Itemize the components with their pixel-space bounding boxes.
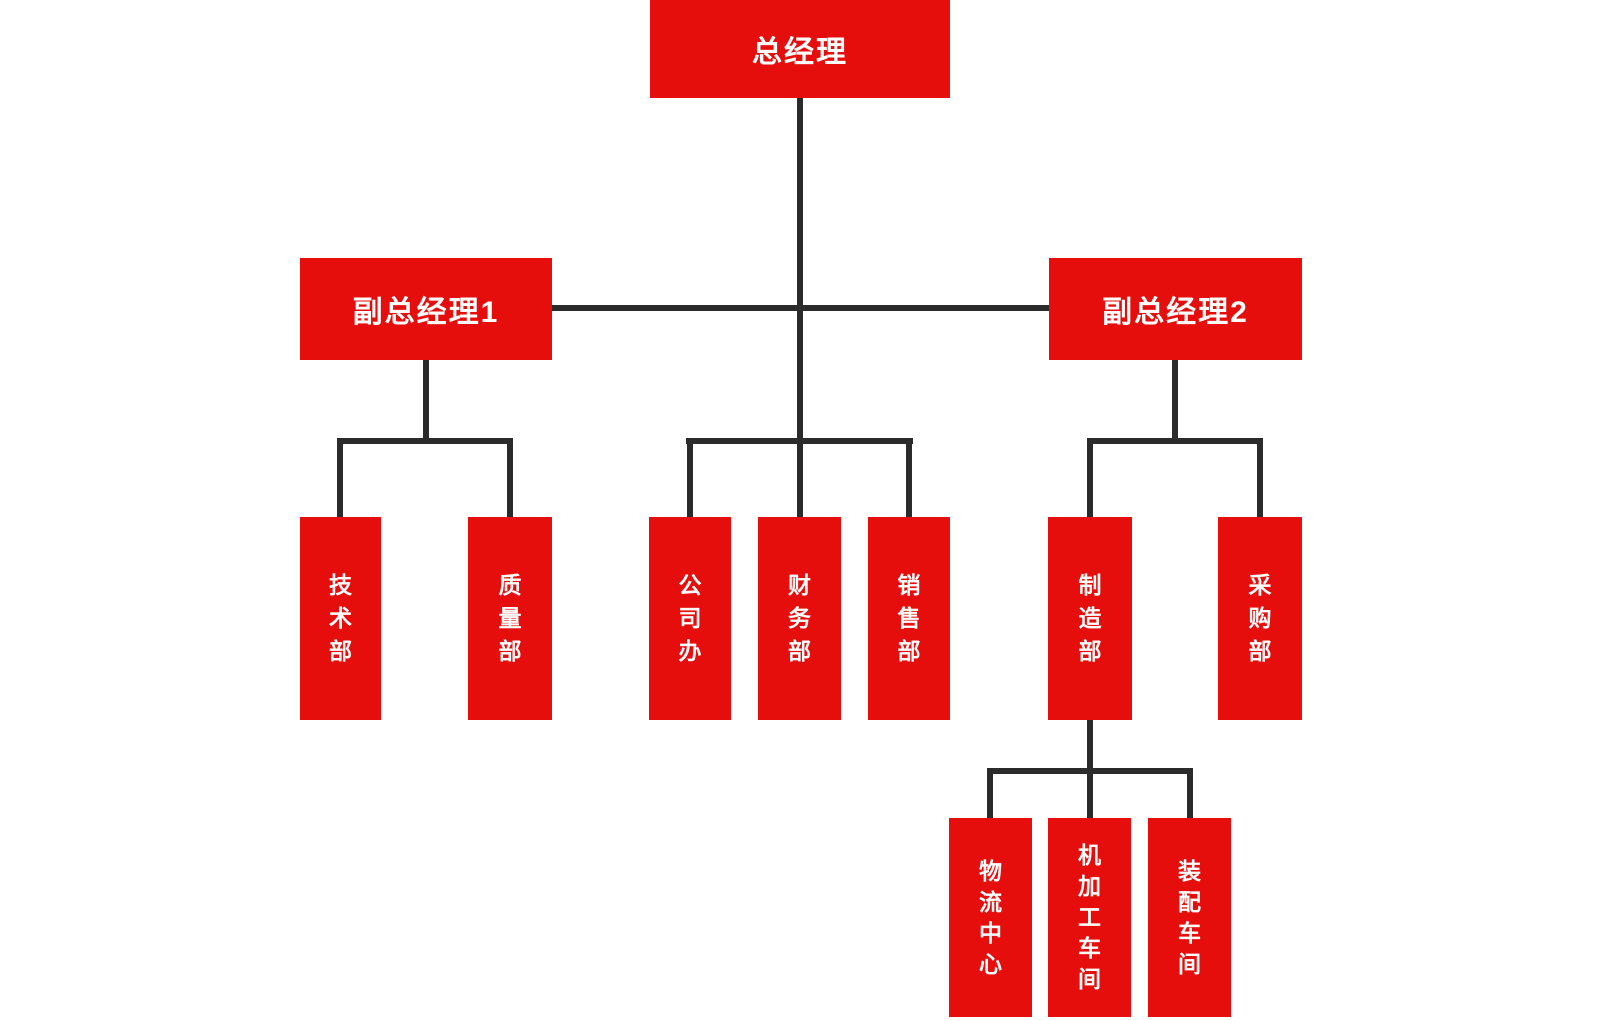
- node-machining-workshop-label: 机加工车间: [1078, 842, 1101, 992]
- connector-assembly-stub: [1187, 768, 1193, 818]
- node-company-office-label: 公司办: [678, 572, 702, 664]
- node-logistics-center: 物流中心: [949, 818, 1032, 1017]
- node-manufacturing-dept: 制造部: [1048, 517, 1132, 720]
- node-sales-dept-label: 销售部: [897, 572, 921, 664]
- connector-vp2-vertical: [1172, 358, 1178, 444]
- node-deputy-manager-1-label: 副总经理1: [352, 296, 500, 329]
- connector-sales-stub: [906, 438, 912, 517]
- node-quality-dept-label: 质量部: [498, 572, 522, 664]
- node-general-manager-label: 总经理: [752, 36, 848, 69]
- node-tech-dept-label: 技术部: [329, 572, 352, 664]
- node-general-manager: 总经理: [650, 0, 950, 98]
- node-procurement-dept-label: 采购部: [1248, 572, 1272, 664]
- connector-vp1-vertical: [423, 358, 429, 444]
- node-deputy-manager-2-label: 副总经理2: [1102, 296, 1249, 329]
- node-assembly-workshop-label: 装配车间: [1178, 857, 1201, 977]
- connector-office-stub: [687, 438, 693, 517]
- connector-logistics-stub: [987, 768, 993, 818]
- node-assembly-workshop: 装配车间: [1148, 818, 1231, 1017]
- node-company-office: 公司办: [649, 517, 731, 720]
- node-manufacturing-dept-label: 制造部: [1078, 572, 1102, 664]
- node-tech-dept: 技术部: [300, 517, 381, 720]
- node-sales-dept: 销售部: [868, 517, 950, 720]
- connector-deputies-horizontal: [552, 305, 1049, 311]
- connector-manufacturing-stub: [1087, 438, 1093, 517]
- connector-vp1-group-horizontal: [337, 438, 513, 444]
- node-machining-workshop: 机加工车间: [1048, 818, 1131, 1017]
- connector-procurement-stub: [1257, 438, 1263, 517]
- connector-quality-stub: [507, 438, 513, 517]
- node-logistics-center-label: 物流中心: [979, 857, 1002, 977]
- connector-mid-group-horizontal: [686, 438, 913, 444]
- connector-tech-stub: [337, 438, 343, 517]
- node-finance-dept: 财务部: [758, 517, 841, 720]
- node-deputy-manager-2: 副总经理2: [1049, 258, 1302, 360]
- connector-workshops-horizontal: [987, 768, 1193, 774]
- connector-vp2-group-horizontal: [1087, 438, 1263, 444]
- node-quality-dept: 质量部: [468, 517, 552, 720]
- node-deputy-manager-1: 副总经理1: [300, 258, 552, 360]
- node-finance-dept-label: 财务部: [788, 572, 811, 664]
- node-procurement-dept: 采购部: [1218, 517, 1302, 720]
